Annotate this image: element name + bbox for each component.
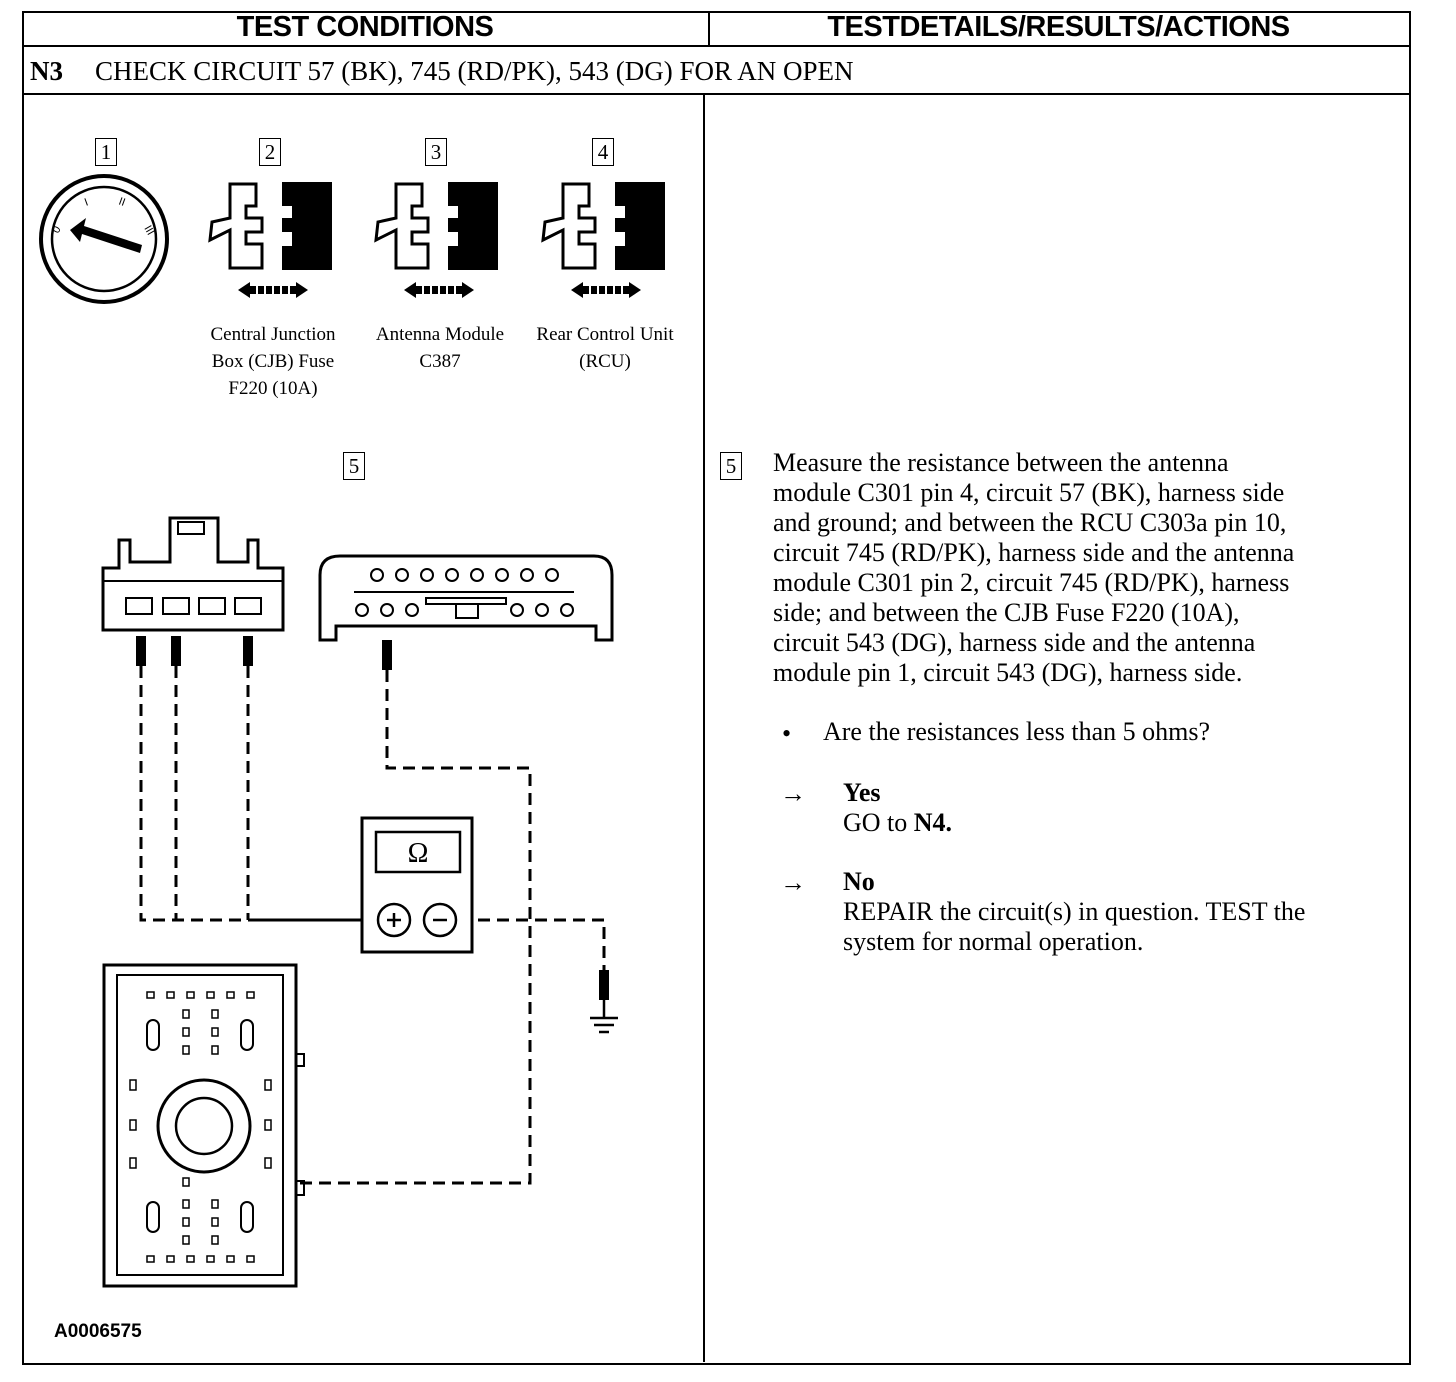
callout-2: 2 (259, 138, 281, 166)
ignition-switch-icon: 0 I II III (39, 174, 169, 304)
yes-arrow: → (780, 779, 806, 808)
caption-cjb-line2: Box (CJB) Fuse (211, 351, 335, 372)
caption-antenna-line1: Antenna Module (375, 324, 505, 345)
figure-id: A0006575 (54, 1321, 142, 1342)
ground-icon (590, 1000, 618, 1034)
body-column-divider (703, 93, 705, 1362)
procedure-table (22, 11, 1411, 1365)
svg-text:0: 0 (50, 224, 63, 235)
question-bullet: • (782, 719, 792, 748)
step-title-row: N3 CHECK CIRCUIT 57 (BK), 745 (RD/PK), 54… (30, 56, 854, 87)
rcu-connector (318, 554, 614, 642)
step-divider (22, 93, 1409, 95)
instruction-line: and ground; and between the RCU C303a pi… (773, 508, 1287, 537)
callout-5-details: 5 (720, 452, 742, 480)
instruction-line: side; and between the CJB Fuse F220 (10A… (773, 598, 1240, 627)
caption-antenna: Antenna Module C387 (358, 321, 522, 375)
yes-label: Yes (843, 778, 881, 807)
caption-rcu-line1: Rear Control Unit (536, 324, 674, 345)
no-action-line: system for normal operation. (843, 927, 1144, 956)
caption-cjb-line1: Central Junction (210, 324, 336, 345)
step-title: CHECK CIRCUIT 57 (BK), 745 (RD/PK), 543 … (95, 56, 854, 86)
ohmmeter-icon (360, 816, 474, 954)
yes-action-target: N4. (913, 808, 953, 837)
column-header-test-details: TESTDETAILS/RESULTS/ACTIONS (827, 11, 1290, 43)
caption-rcu: Rear Control Unit (RCU) (522, 321, 688, 375)
instruction-line: Measure the resistance between the anten… (773, 448, 1229, 477)
callout-5-figure: 5 (343, 452, 365, 480)
caption-cjb: Central Junction Box (CJB) Fuse F220 (10… (190, 321, 356, 402)
instruction-line: circuit 745 (RD/PK), harness side and th… (773, 538, 1295, 567)
step-code: N3 (30, 56, 63, 86)
instruction-line: module pin 1, circuit 543 (DG), harness … (773, 658, 1243, 687)
no-action-line: REPAIR the circuit(s) in question. TEST … (843, 897, 1306, 926)
caption-antenna-line2: C387 (419, 351, 461, 372)
callout-3: 3 (425, 138, 447, 166)
callout-1: 1 (95, 138, 117, 166)
no-action: REPAIR the circuit(s) in question. TEST … (843, 897, 1403, 957)
callout-4: 4 (592, 138, 614, 166)
disconnect-connector-icon (208, 182, 665, 298)
antenna-module (102, 963, 305, 1288)
svg-text:III: III (141, 224, 156, 238)
header-divider (22, 45, 1409, 47)
yes-action: GO to N4. (843, 808, 952, 838)
instruction-line: module C301 pin 4, circuit 57 (BK), harn… (773, 478, 1285, 507)
instruction-text: Measure the resistance between the anten… (773, 448, 1393, 688)
no-label: No (843, 867, 875, 896)
caption-cjb-line3: F220 (10A) (228, 378, 318, 399)
test-diagram: 0 I II III (39, 174, 665, 1288)
yes-action-text: GO to N4. (843, 808, 953, 837)
question-text: Are the resistances less than 5 ohms? (823, 717, 1211, 746)
column-header-test-conditions: TEST CONDITIONS (236, 11, 494, 43)
no-arrow: → (780, 868, 806, 897)
antenna-module-connector (101, 516, 285, 632)
instruction-line: circuit 543 (DG), harness side and the a… (773, 628, 1256, 657)
ohm-symbol: Ω (408, 838, 429, 869)
caption-rcu-line2: (RCU) (579, 351, 631, 372)
svg-text:I: I (83, 196, 90, 208)
svg-text:II: II (117, 196, 127, 209)
instruction-line: module C301 pin 2, circuit 745 (RD/PK), … (773, 568, 1290, 597)
header-column-divider (708, 11, 710, 46)
